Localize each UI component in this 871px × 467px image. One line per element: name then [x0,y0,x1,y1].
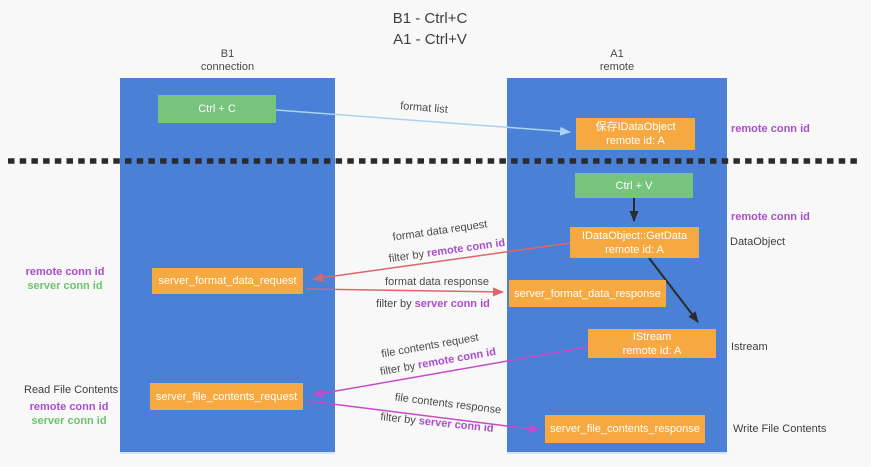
node-server-format-data-request-label: server_format_data_request [158,275,297,287]
label-filter-by-server-1: filter by server conn id [376,298,490,310]
side-label-conn-ids-file: remote conn id server conn id [22,400,116,428]
node-idataobject-getdata: IDataObject::GetData remote id: A [570,227,699,258]
node-ctrl-c-label: Ctrl + C [198,103,236,115]
diagram-title-line2: A1 - Ctrl+V [393,31,467,48]
side-label-conn-ids-format: remote conn id server conn id [18,265,112,293]
node-save-idataobject-line1: 保存IDataObject [595,121,676,133]
node-save-idataobject-line2: remote id: A [606,135,665,147]
label-file-contents-response: file contents response [394,391,502,417]
side-label-write-file-contents: Write File Contents [733,423,827,435]
node-server-file-contents-request: server_file_contents_request [150,383,303,410]
format-data-response-arrow [305,287,504,297]
lane-b1-title: B1 [220,48,235,60]
label-format-list: format list [399,100,449,116]
node-ctrl-v: Ctrl + V [575,173,693,198]
side-label-remote-conn-id: remote conn id [29,401,109,413]
side-label-server-conn-id: server conn id [31,415,107,427]
side-label-read-file-contents: Read File Contents [24,384,119,396]
label-filter-by-text: filter by [376,298,412,310]
node-save-idataobject: 保存IDataObject remote id: A [576,118,695,150]
side-label-remote-conn-id: remote conn id [25,266,105,278]
node-ctrl-c: Ctrl + C [158,95,276,123]
node-istream: IStream remote id: A [588,329,716,358]
label-server-conn-id: server conn id [414,298,490,310]
side-label-remote-conn-id-top: remote conn id [731,123,810,135]
lane-header-a1: A1 remote [507,48,727,74]
side-label-remote-conn-id-mid: remote conn id [731,211,810,223]
node-server-format-data-response-label: server_format_data_response [514,287,661,300]
lane-a1-subtitle: remote [599,61,635,73]
node-server-file-contents-response: server_file_contents_response [545,415,705,443]
side-label-server-conn-id: server conn id [27,280,103,292]
label-remote-conn-id: remote conn id [426,236,506,260]
label-filter-by-server-2: filter by server conn id [380,411,494,435]
label-filter-by-text: filter by [388,248,425,266]
label-format-data-request: format data request [391,218,489,244]
node-istream-line2: remote id: A [622,344,682,357]
lane-a1-title: A1 [610,48,624,60]
lane-b1-subtitle: connection [200,61,255,73]
node-server-file-contents-response-label: server_file_contents_response [550,423,700,435]
label-format-data-response: format data response [385,276,489,288]
node-server-file-contents-request-label: server_file_contents_request [155,390,298,403]
node-idataobject-getdata-line2: remote id: A [605,243,664,256]
label-filter-by-text: filter by [379,411,417,427]
node-server-format-data-response: server_format_data_response [509,280,666,307]
side-label-istream: Istream [731,341,768,353]
node-idataobject-getdata-line1: IDataObject::GetData [581,229,688,242]
node-ctrl-v-label: Ctrl + V [615,179,653,192]
lane-header-b1: B1 connection [120,48,335,74]
node-istream-line1: IStream [632,330,672,343]
label-server-conn-id: server conn id [418,415,495,435]
diagram-title-line1: B1 - Ctrl+C [392,10,468,27]
diagram-title: B1 - Ctrl+C A1 - Ctrl+V [330,8,530,50]
label-filter-by-text: filter by [379,360,417,379]
side-label-dataobject: DataObject [730,236,786,248]
node-server-format-data-request: server_format_data_request [152,268,303,294]
